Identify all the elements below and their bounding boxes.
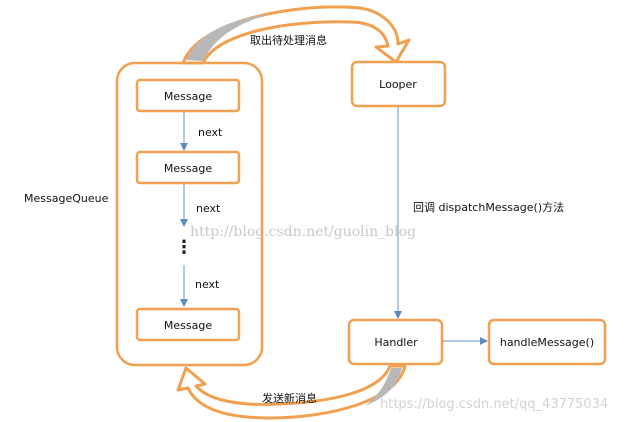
message-queue-label: MessageQueue [24, 192, 109, 205]
ellipsis-dots: ⋮ [175, 237, 193, 258]
handle-message-node: handleMessage() [487, 318, 607, 366]
watermark-center: http://blog.csdn.net/guolin_blog [190, 224, 416, 240]
looper-node: Looper [350, 60, 447, 108]
looper-label: Looper [379, 78, 417, 91]
handler-node: Handler [347, 318, 444, 366]
message-queue-container [115, 61, 264, 367]
message-node-1: Message [135, 78, 241, 113]
top-arrow-label: 取出待处理消息 [250, 33, 327, 47]
handle-message-label: handleMessage() [500, 336, 594, 349]
watermark-bottom-right: https://blog.csdn.net/qq_43775034 [380, 397, 608, 412]
message-node-2-label: Message [164, 162, 212, 175]
top-curved-arrow [181, 5, 411, 65]
message-node-3: Message [135, 307, 241, 342]
next-label-2: next [196, 202, 221, 215]
message-node-2: Message [135, 150, 241, 185]
handler-label: Handler [374, 336, 418, 349]
next-label-1: next [198, 126, 223, 139]
next-label-3: next [195, 278, 220, 291]
bottom-curved-arrow [176, 364, 407, 420]
dispatch-label: 回调 dispatchMessage()方法 [413, 200, 564, 214]
message-node-3-label: Message [164, 319, 212, 332]
bottom-arrow-label: 发送新消息 [262, 391, 317, 405]
message-node-1-label: Message [164, 90, 212, 103]
